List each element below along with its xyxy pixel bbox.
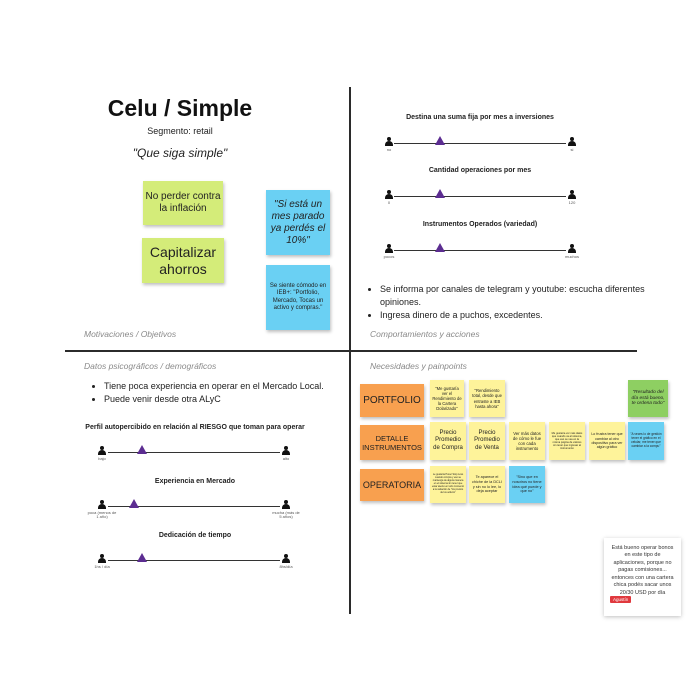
sticky-frustra-dispositivo[interactable]: Lo frustra tener que cambiar al otro dis… xyxy=(589,422,625,460)
sticky-portfolio-dolarizado[interactable]: "Me gustaría ver el Rendimiento de la Ca… xyxy=(430,380,464,417)
behavior-bullet: Se informa por canales de telegram y you… xyxy=(380,283,650,309)
comment-card[interactable]: Está bueno operar bonos en este tipo de … xyxy=(604,538,681,616)
sticky-capitalizar[interactable]: Capitalizar ahorros xyxy=(142,238,224,283)
persona-title: Celu / Simple xyxy=(107,95,253,121)
slider-right-label: alto xyxy=(282,456,290,461)
slider-title-experiencia: Experiencia en Mercado xyxy=(154,478,236,485)
slider-marker-cantidad-operaciones[interactable] xyxy=(435,189,445,198)
person-icon xyxy=(568,244,576,253)
person-icon xyxy=(385,137,393,146)
sticky-precio-venta[interactable]: Precio Promedio de Venta xyxy=(469,422,505,460)
person-icon xyxy=(282,446,290,455)
person-icon xyxy=(568,137,576,146)
person-icon xyxy=(282,500,290,509)
person-icon xyxy=(98,446,106,455)
slider-marker-instrumentos[interactable] xyxy=(435,243,445,252)
person-icon xyxy=(98,500,106,509)
horizontal-divider xyxy=(65,350,637,352)
slider-left-label: 0 xyxy=(387,200,391,205)
sticky-no-tiene-idea[interactable]: "Sino que en nosotros no tiene idea qué … xyxy=(509,466,545,503)
psych-bullet: Tiene poca experiencia en operar en el M… xyxy=(104,380,354,393)
slider-right-label: 8hs/día xyxy=(279,564,293,569)
sticky-ver-mas-datos[interactable]: Ver más datos de cómo le fue con cada in… xyxy=(509,422,545,460)
person-icon xyxy=(282,554,290,563)
slider-marker-dedicacion[interactable] xyxy=(137,553,147,562)
row-label-detalle[interactable]: DETALLE INSTRUMENTOS xyxy=(360,425,424,460)
slider-left-label: poca (menos de 1 año) xyxy=(87,510,117,520)
sticky-portfolio-rendimiento[interactable]: "Rendimiento total, desde que entraste a… xyxy=(469,380,505,417)
label-psicograficos: Datos psicográficos / demográficos xyxy=(84,361,217,371)
comment-author-badge: Agustín xyxy=(610,596,632,603)
sticky-resultado-dia[interactable]: "Resultado del día está bueno, te ordena… xyxy=(628,380,668,417)
slider-left-label: bajo xyxy=(98,456,106,461)
sticky-precio-compra[interactable]: Precio Promedio de Compra xyxy=(430,422,466,460)
behavior-bullets: Se informa por canales de telegram y you… xyxy=(368,283,650,322)
slider-right-label: muchos xyxy=(564,254,579,259)
slider-title-riesgo: Perfil autopercibido en relación al RIES… xyxy=(85,424,305,431)
slider-title-cantidad-operaciones: Cantidad operaciones por mes xyxy=(428,167,532,174)
person-icon xyxy=(568,190,576,199)
slider-right-label: 120 xyxy=(568,200,576,205)
sticky-comodo-ieb[interactable]: Se siente cómodo en IEB+: "Portfolio, Me… xyxy=(266,265,330,330)
row-label-portfolio[interactable]: PORTFOLIO xyxy=(360,384,424,417)
person-icon xyxy=(385,190,393,199)
slider-left-label: no xyxy=(386,147,392,152)
comment-text: Está bueno operar bonos en este tipo de … xyxy=(611,545,674,596)
slider-right-label: mucha (más de 5 años) xyxy=(272,510,300,520)
slider-left-label: 1hs / día xyxy=(94,564,110,569)
slider-track-dedicacion xyxy=(108,560,280,561)
slider-title-dedicacion: Dedicación de tiempo xyxy=(158,532,232,539)
row-label-operatoria[interactable]: OPERATORIA xyxy=(360,469,424,501)
label-motivaciones: Motivaciones / Objetivos xyxy=(84,329,177,339)
sticky-grafico-celular[interactable]: "A veces lo de gestión tener el gráfico … xyxy=(628,422,664,460)
behavior-bullet: Ingresa dinero de a puchos, excedentes. xyxy=(380,309,650,322)
persona-quote: "Que siga simple" xyxy=(132,146,228,160)
sticky-mas-datos-sistema[interactable]: Me gustaría ver más datos que cuando va … xyxy=(549,422,585,460)
slider-track-suma-fija xyxy=(394,143,566,144)
person-icon xyxy=(98,554,106,563)
slider-track-experiencia xyxy=(108,506,280,507)
person-icon xyxy=(385,244,393,253)
slider-title-suma-fija: Destina una suma fija por mes a inversio… xyxy=(406,114,554,121)
slider-track-cantidad-operaciones xyxy=(394,196,566,197)
psych-bullet: Puede venir desde otra ALyC xyxy=(104,393,354,406)
slider-marker-suma-fija[interactable] xyxy=(435,136,445,145)
label-necesidades: Necesidades y painpoints xyxy=(370,361,467,371)
sticky-dcli[interactable]: Te aparece el chiche de la DCLI y sin no… xyxy=(469,466,505,503)
slider-marker-experiencia[interactable] xyxy=(129,499,139,508)
persona-segment: Segmento: retail xyxy=(147,126,213,136)
slider-track-instrumentos xyxy=(394,250,566,251)
sticky-stop-loss[interactable]: Le gustaría Poner Stop Loss cuando compr… xyxy=(430,466,466,503)
psych-bullets: Tiene poca experiencia en operar en el M… xyxy=(92,380,354,406)
sticky-quote-parado[interactable]: "Si está un mes parado ya perdés el 10%" xyxy=(266,190,330,255)
slider-title-instrumentos: Instrumentos Operados (variedad) xyxy=(422,221,538,228)
sticky-no-perder[interactable]: No perder contra la inflación xyxy=(143,181,223,225)
slider-left-label: pocos xyxy=(383,254,395,259)
slider-right-label: si xyxy=(570,147,574,152)
slider-marker-riesgo[interactable] xyxy=(137,445,147,454)
slider-track-riesgo xyxy=(108,452,280,453)
label-comportamientos: Comportamientos y acciones xyxy=(370,329,480,339)
